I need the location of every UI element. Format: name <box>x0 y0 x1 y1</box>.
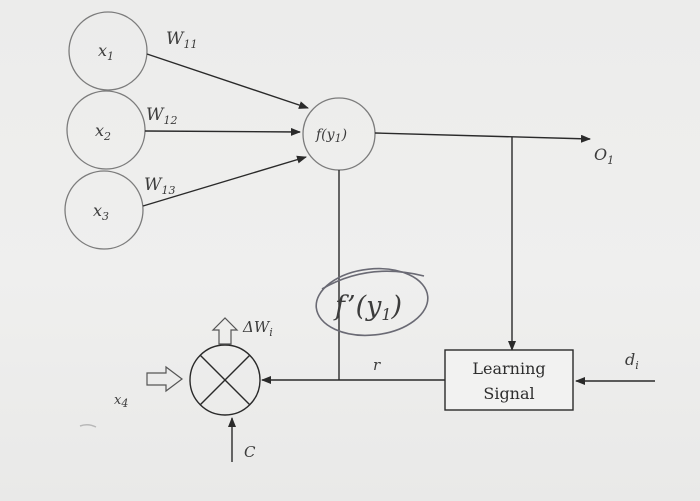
svg-text:x2: x2 <box>95 121 111 143</box>
weight-label-w12: W12 <box>146 105 177 127</box>
x4-input-arrow <box>146 365 183 393</box>
delta-w-label: ΔWi <box>242 318 273 339</box>
input-node-x3: x3 <box>64 170 144 250</box>
multiplier-node <box>189 344 261 416</box>
x4-label: x4 <box>114 393 128 410</box>
input-node-x1: x1 <box>68 11 148 91</box>
svg-text:x3: x3 <box>93 201 109 223</box>
derivative-annotation: f’(y1) <box>315 267 429 337</box>
weight-line-w12 <box>144 127 301 136</box>
weight-line-w13 <box>142 155 307 207</box>
svg-text:f(y1): f(y1) <box>315 127 347 145</box>
svg-text:x1: x1 <box>98 41 114 63</box>
svg-text:f’(y1): f’(y1) <box>333 291 402 324</box>
delta-w-arrow <box>211 317 239 345</box>
output-label: O1 <box>594 145 614 167</box>
learning-signal-line2: Signal <box>483 384 534 403</box>
neuron-node: f(y1) <box>302 97 376 171</box>
weight-label-w11: W11 <box>166 29 197 51</box>
r-label: r <box>373 356 381 374</box>
pencil-mark <box>79 423 97 428</box>
output-line <box>374 132 591 143</box>
learning-signal-box: Learning Signal <box>444 349 574 411</box>
weight-line-w11 <box>146 53 309 109</box>
weight-label-w13: W13 <box>144 175 175 197</box>
desired-label: di <box>625 350 639 372</box>
input-node-x2: x2 <box>66 90 146 170</box>
learning-signal-line1: Learning <box>472 359 545 378</box>
c-label: C <box>244 443 256 461</box>
